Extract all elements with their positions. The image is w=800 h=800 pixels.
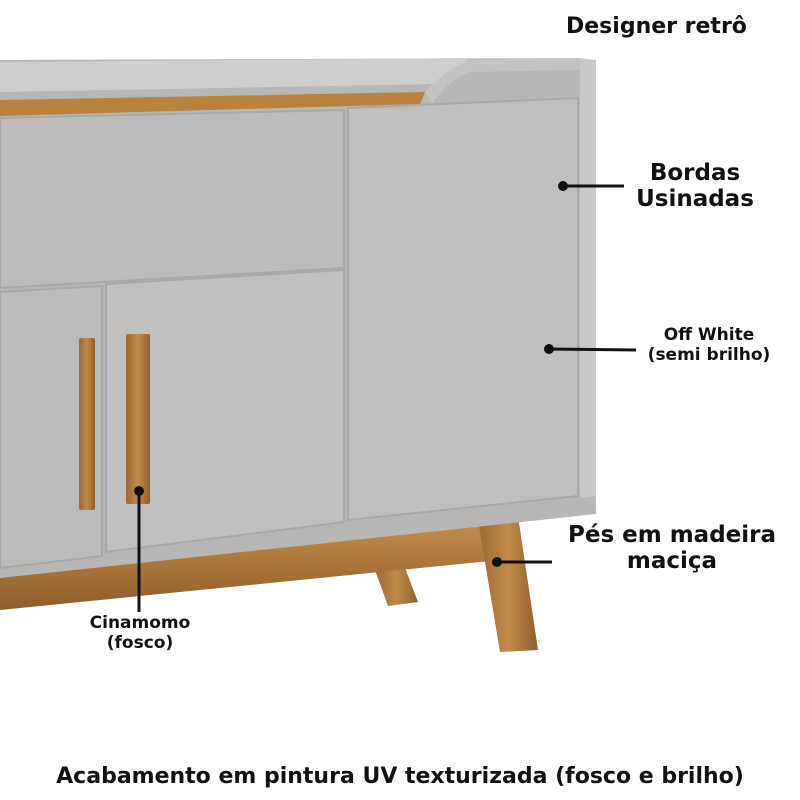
cabinet-side — [580, 58, 596, 498]
label-bordas-usinadas: Bordas Usinadas — [620, 160, 770, 213]
back-leg — [375, 568, 418, 606]
label-bordas-line2: Usinadas — [636, 186, 754, 213]
middle-door — [105, 268, 345, 554]
handle-left — [79, 338, 95, 510]
label-pes-madeira: Pés em madeira maciça — [552, 522, 792, 575]
callout-bordas — [558, 181, 624, 191]
title-designer-retro: Designer retrô — [566, 14, 747, 39]
top-tray — [0, 58, 470, 92]
wood-base — [0, 525, 500, 610]
callout-off-white — [544, 344, 637, 354]
retro-curved-edge — [425, 58, 580, 104]
label-off-white: Off White (semi brilho) — [636, 325, 782, 365]
left-door — [0, 284, 103, 570]
handle-right — [126, 334, 150, 504]
label-cinamomo-line1: Cinamomo — [89, 613, 191, 633]
label-cinamomo-line2: (fosco) — [106, 632, 174, 653]
label-off-white-line2: (semi brilho) — [647, 344, 771, 365]
drawer-front — [0, 108, 345, 290]
footer-acabamento: Acabamento em pintura UV texturizada (fo… — [56, 764, 744, 789]
front-leg — [478, 516, 538, 652]
label-bordas-line1: Bordas — [649, 160, 741, 186]
right-door — [347, 96, 579, 522]
label-pes-line2: maciça — [626, 548, 718, 575]
callout-cinamomo — [134, 486, 144, 612]
label-pes-line1: Pés em madeira — [567, 522, 777, 548]
top-wood-strip — [0, 92, 425, 116]
label-cinamomo: Cinamomo (fosco) — [70, 613, 210, 653]
label-off-white-line1: Off White — [663, 325, 755, 345]
callout-pes — [492, 557, 552, 567]
